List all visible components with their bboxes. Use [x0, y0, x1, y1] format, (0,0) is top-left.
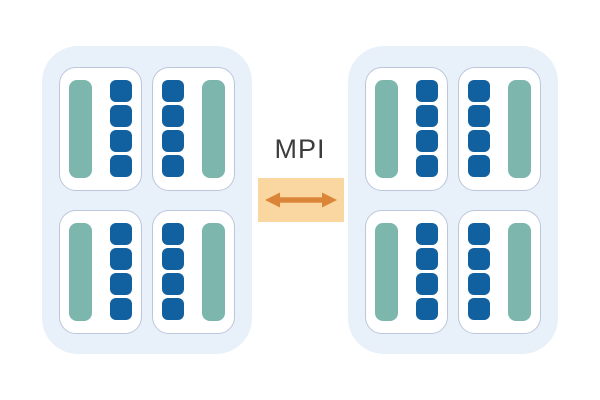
- socket: [458, 209, 541, 334]
- mpi-interconnect-box: [258, 178, 344, 222]
- accelerator-bar: [69, 222, 92, 321]
- core-square: [162, 247, 184, 270]
- core-square: [110, 273, 132, 296]
- mpi-label: MPI: [274, 134, 326, 164]
- core-square: [162, 104, 184, 127]
- socket: [458, 66, 541, 191]
- core-square: [416, 130, 438, 153]
- core-square: [416, 104, 438, 127]
- core-square: [110, 104, 132, 127]
- core-square: [110, 298, 132, 321]
- core-square: [416, 79, 438, 102]
- core-square: [468, 222, 490, 245]
- socket: [152, 66, 235, 191]
- accelerator-bar: [375, 222, 398, 321]
- accelerator-bar: [69, 79, 92, 178]
- core-square: [110, 155, 132, 178]
- core-square: [162, 298, 184, 321]
- core-square: [162, 79, 184, 102]
- compute-node-left: [42, 46, 252, 354]
- accelerator-bar: [375, 79, 398, 178]
- core-square: [468, 273, 490, 296]
- core-column: [468, 79, 490, 178]
- core-column: [416, 222, 438, 321]
- core-square: [110, 79, 132, 102]
- core-square: [110, 222, 132, 245]
- compute-node-right: [348, 46, 558, 354]
- core-column: [468, 222, 490, 321]
- socket: [152, 209, 235, 334]
- core-square: [468, 130, 490, 153]
- socket: [365, 66, 448, 191]
- core-square: [162, 130, 184, 153]
- core-column: [110, 222, 132, 321]
- core-square: [416, 222, 438, 245]
- core-square: [110, 130, 132, 153]
- core-square: [468, 79, 490, 102]
- core-square: [416, 273, 438, 296]
- core-square: [468, 247, 490, 270]
- core-square: [468, 155, 490, 178]
- core-square: [416, 155, 438, 178]
- core-column: [162, 79, 184, 178]
- core-column: [416, 79, 438, 178]
- double-arrow-icon: [265, 192, 337, 208]
- core-square: [162, 273, 184, 296]
- core-square: [468, 298, 490, 321]
- core-square: [162, 222, 184, 245]
- core-column: [110, 79, 132, 178]
- core-square: [110, 247, 132, 270]
- accelerator-bar: [202, 79, 225, 178]
- accelerator-bar: [508, 222, 531, 321]
- core-square: [162, 155, 184, 178]
- socket: [59, 209, 142, 334]
- accelerator-bar: [508, 79, 531, 178]
- core-square: [416, 247, 438, 270]
- accelerator-bar: [202, 222, 225, 321]
- socket: [365, 209, 448, 334]
- core-square: [468, 104, 490, 127]
- core-column: [162, 222, 184, 321]
- core-square: [416, 298, 438, 321]
- socket: [59, 66, 142, 191]
